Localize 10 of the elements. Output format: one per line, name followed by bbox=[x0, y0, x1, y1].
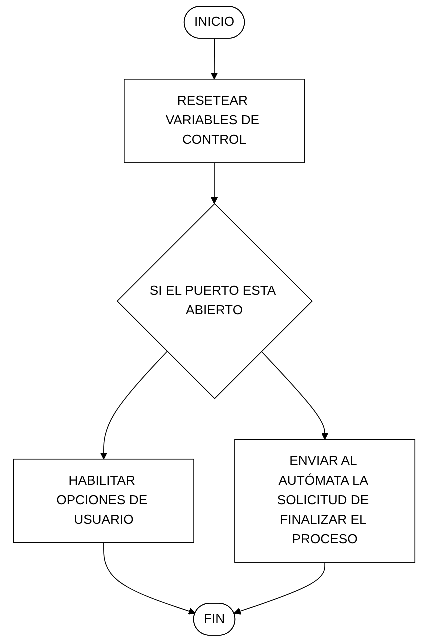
node-diamond: SI EL PUERTO ESTA ABIERTO bbox=[116, 203, 313, 400]
arrow bbox=[210, 162, 218, 204]
node-box: HABILITAR OPCIONES DE USUARIO bbox=[13, 458, 194, 544]
arrow bbox=[210, 38, 218, 80]
arrow bbox=[100, 351, 168, 460]
arrow bbox=[234, 562, 326, 615]
arrow bbox=[261, 351, 329, 440]
arrow bbox=[104, 542, 196, 615]
node-box: ENVIAR AL AUTÓMATA LA SOLICITUD DE FINALIZAR EL PROCESO bbox=[234, 439, 416, 563]
node-box: RESETEAR VARIABLES DE CONTROL bbox=[124, 79, 305, 164]
